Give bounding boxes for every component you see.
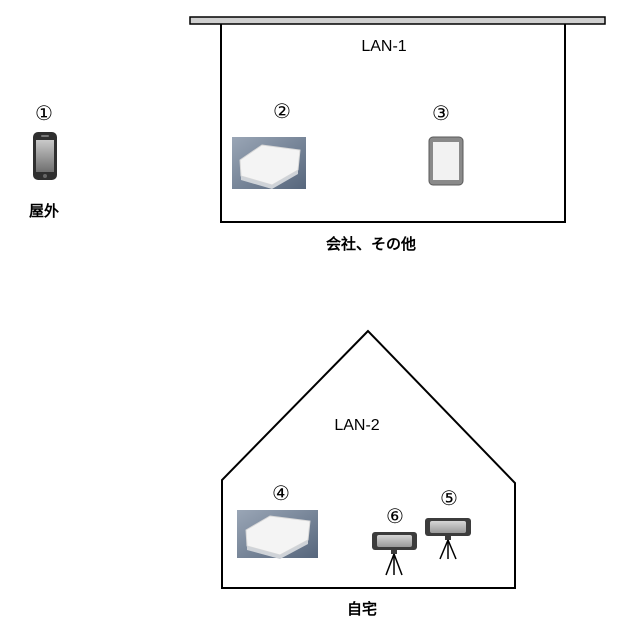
outdoor-number: ①	[35, 101, 53, 125]
home-group: LAN-2 ④ ⑤ ⑥ 自宅	[221, 329, 516, 618]
office-tablet-number: ③	[432, 101, 450, 125]
office-roof-bar	[189, 16, 606, 25]
home-camera-b-number: ⑥	[386, 504, 404, 528]
tablet-icon	[428, 136, 464, 186]
office-router-number: ②	[273, 99, 291, 123]
office-label: 会社、その他	[326, 235, 416, 253]
outdoor-group: ① 屋外	[29, 101, 59, 220]
home-network-label: LAN-2	[334, 417, 379, 434]
home-camera-a-number: ⑤	[440, 486, 458, 510]
office-building-outline	[220, 24, 566, 223]
camera-on-tripod-icon	[372, 532, 417, 576]
home-label: 自宅	[347, 600, 377, 618]
camera-on-tripod-icon	[425, 518, 471, 560]
home-house-outline	[221, 329, 516, 589]
office-group: LAN-1 ② ③ 会社、その他	[189, 16, 606, 253]
wifi-router-icon	[232, 137, 306, 189]
outdoor-label: 屋外	[29, 202, 59, 220]
wifi-router-icon	[237, 510, 318, 559]
smartphone-icon	[33, 132, 57, 180]
home-router-number: ④	[272, 481, 290, 505]
office-network-label: LAN-1	[361, 38, 406, 55]
